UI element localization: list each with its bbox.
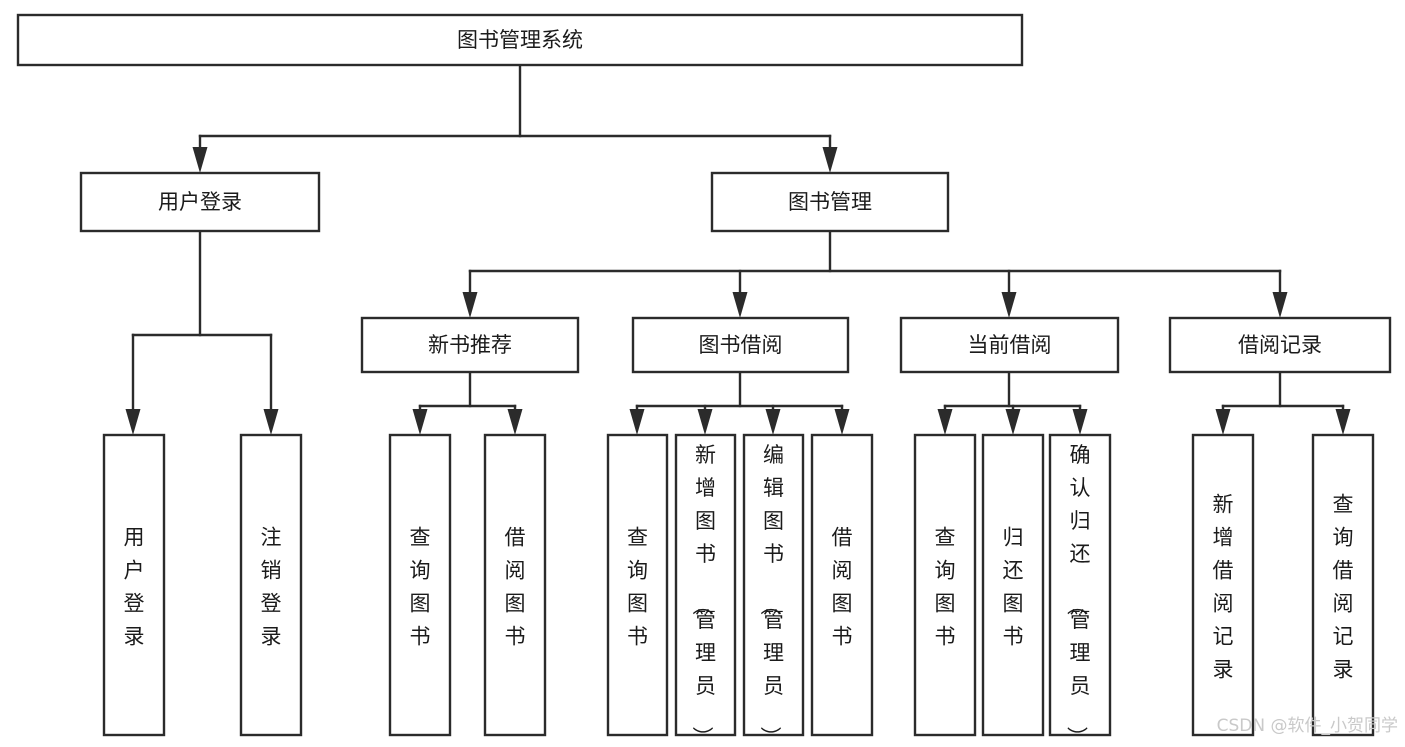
node-box-leaf-return-book[interactable]	[981, 433, 1045, 737]
node-leaf-logout[interactable]: 注销登录	[239, 433, 303, 737]
node-box-leaf-borrow-book-1[interactable]	[483, 433, 547, 737]
arrow-head-1	[822, 147, 838, 173]
node-book-manage[interactable]: 图书管理	[710, 171, 950, 233]
connector-group-book-manage-children	[462, 229, 1288, 318]
arrow-head-3	[1272, 292, 1288, 318]
node-box-leaf-query-book-3[interactable]	[913, 433, 977, 737]
node-label-borrow-record: 借阅记录	[1238, 333, 1322, 357]
connector-group-borrow-record-children	[1215, 370, 1351, 435]
arrow-head-0	[192, 147, 208, 173]
node-book-borrow[interactable]: 图书借阅	[631, 316, 850, 374]
connectors-layer	[125, 63, 1351, 435]
csdn-watermark: CSDN @软件_小贺同学	[1217, 716, 1398, 736]
node-label-leaf-edit-book: 编辑图书（管理员）	[758, 443, 784, 747]
arrow-head-1	[697, 409, 713, 435]
node-box-leaf-query-book-1[interactable]	[388, 433, 452, 737]
node-box-new-book-rec[interactable]	[360, 316, 580, 374]
node-leaf-borrow-book-1[interactable]: 借阅图书	[483, 433, 547, 737]
node-box-leaf-borrow-book-2[interactable]	[810, 433, 874, 737]
node-label-leaf-borrow-book-1: 借阅图书	[505, 526, 526, 649]
node-label-leaf-query-book-3: 查询图书	[935, 526, 956, 649]
arrow-head-2	[1001, 292, 1017, 318]
node-label-leaf-add-book: 新增图书（管理员）	[690, 443, 716, 747]
arrow-head-0	[629, 409, 645, 435]
connector-group-root-children	[192, 63, 838, 173]
node-box-leaf-query-record[interactable]	[1311, 433, 1375, 737]
connector-group-user-login-children	[125, 229, 279, 435]
arrow-head-0	[1215, 409, 1231, 435]
node-box-leaf-query-book-2[interactable]	[606, 433, 669, 737]
node-label-leaf-query-book-1: 查询图书	[410, 526, 431, 649]
node-leaf-edit-book[interactable]: 编辑图书（管理员）	[742, 433, 805, 747]
node-box-book-manage[interactable]	[710, 171, 950, 233]
node-leaf-add-record[interactable]: 新增借阅记录	[1191, 433, 1255, 737]
node-label-leaf-borrow-book-2: 借阅图书	[832, 526, 853, 649]
node-label-user-login: 用户登录	[158, 190, 242, 214]
arrow-head-0	[412, 409, 428, 435]
node-label-book-borrow: 图书借阅	[699, 333, 783, 357]
node-label-leaf-confirm-return: 确认归还（管理员）	[1065, 443, 1091, 747]
node-leaf-query-book-1[interactable]: 查询图书	[388, 433, 452, 737]
node-leaf-add-book[interactable]: 新增图书（管理员）	[674, 433, 737, 747]
connector-group-new-book-rec-children	[412, 370, 523, 435]
connector-group-book-borrow-children	[629, 370, 850, 435]
arrow-head-2	[765, 409, 781, 435]
node-leaf-borrow-book-2[interactable]: 借阅图书	[810, 433, 874, 737]
node-box-leaf-add-book[interactable]	[674, 433, 737, 737]
arrow-head-2	[1072, 409, 1088, 435]
connector-group-current-borrow-children	[937, 370, 1088, 435]
arrow-head-1	[1335, 409, 1351, 435]
node-box-leaf-logout[interactable]	[239, 433, 303, 737]
nodes-layer: 图书管理系统用户登录图书管理新书推荐图书借阅当前借阅借阅记录用户登录注销登录查询…	[16, 13, 1392, 747]
node-box-leaf-add-record[interactable]	[1191, 433, 1255, 737]
node-label-leaf-return-book: 归还图书	[1003, 526, 1024, 649]
node-leaf-confirm-return[interactable]: 确认归还（管理员）	[1048, 433, 1112, 747]
node-box-borrow-record[interactable]	[1168, 316, 1392, 374]
node-box-leaf-user-login[interactable]	[102, 433, 166, 737]
node-root[interactable]: 图书管理系统	[16, 13, 1024, 67]
node-borrow-record[interactable]: 借阅记录	[1168, 316, 1392, 374]
arrow-head-0	[462, 292, 478, 318]
node-label-current-borrow: 当前借阅	[968, 333, 1052, 357]
arrow-head-1	[1005, 409, 1021, 435]
node-box-book-borrow[interactable]	[631, 316, 850, 374]
node-label-leaf-logout: 注销登录	[261, 526, 282, 649]
node-leaf-query-book-3[interactable]: 查询图书	[913, 433, 977, 737]
node-leaf-query-book-2[interactable]: 查询图书	[606, 433, 669, 737]
arrow-head-0	[937, 409, 953, 435]
node-box-current-borrow[interactable]	[899, 316, 1120, 374]
node-label-leaf-user-login: 用户登录	[124, 526, 145, 649]
node-current-borrow[interactable]: 当前借阅	[899, 316, 1120, 374]
node-label-new-book-rec: 新书推荐	[428, 333, 512, 357]
node-box-leaf-edit-book[interactable]	[742, 433, 805, 737]
node-label-leaf-query-record: 查询借阅记录	[1333, 493, 1354, 682]
node-leaf-return-book[interactable]: 归还图书	[981, 433, 1045, 737]
node-box-root[interactable]	[16, 13, 1024, 67]
arrow-head-1	[263, 409, 279, 435]
arrow-head-1	[507, 409, 523, 435]
node-user-login[interactable]: 用户登录	[79, 171, 321, 233]
node-label-root: 图书管理系统	[457, 28, 583, 52]
node-label-book-manage: 图书管理	[788, 190, 872, 214]
node-box-user-login[interactable]	[79, 171, 321, 233]
arrow-head-0	[125, 409, 141, 435]
node-new-book-rec[interactable]: 新书推荐	[360, 316, 580, 374]
node-leaf-query-record[interactable]: 查询借阅记录	[1311, 433, 1375, 737]
node-label-leaf-add-record: 新增借阅记录	[1213, 493, 1234, 682]
arrow-head-3	[834, 409, 850, 435]
arrow-head-1	[732, 292, 748, 318]
node-leaf-user-login[interactable]: 用户登录	[102, 433, 166, 737]
node-box-leaf-confirm-return[interactable]	[1048, 433, 1112, 737]
node-label-leaf-query-book-2: 查询图书	[627, 526, 648, 649]
